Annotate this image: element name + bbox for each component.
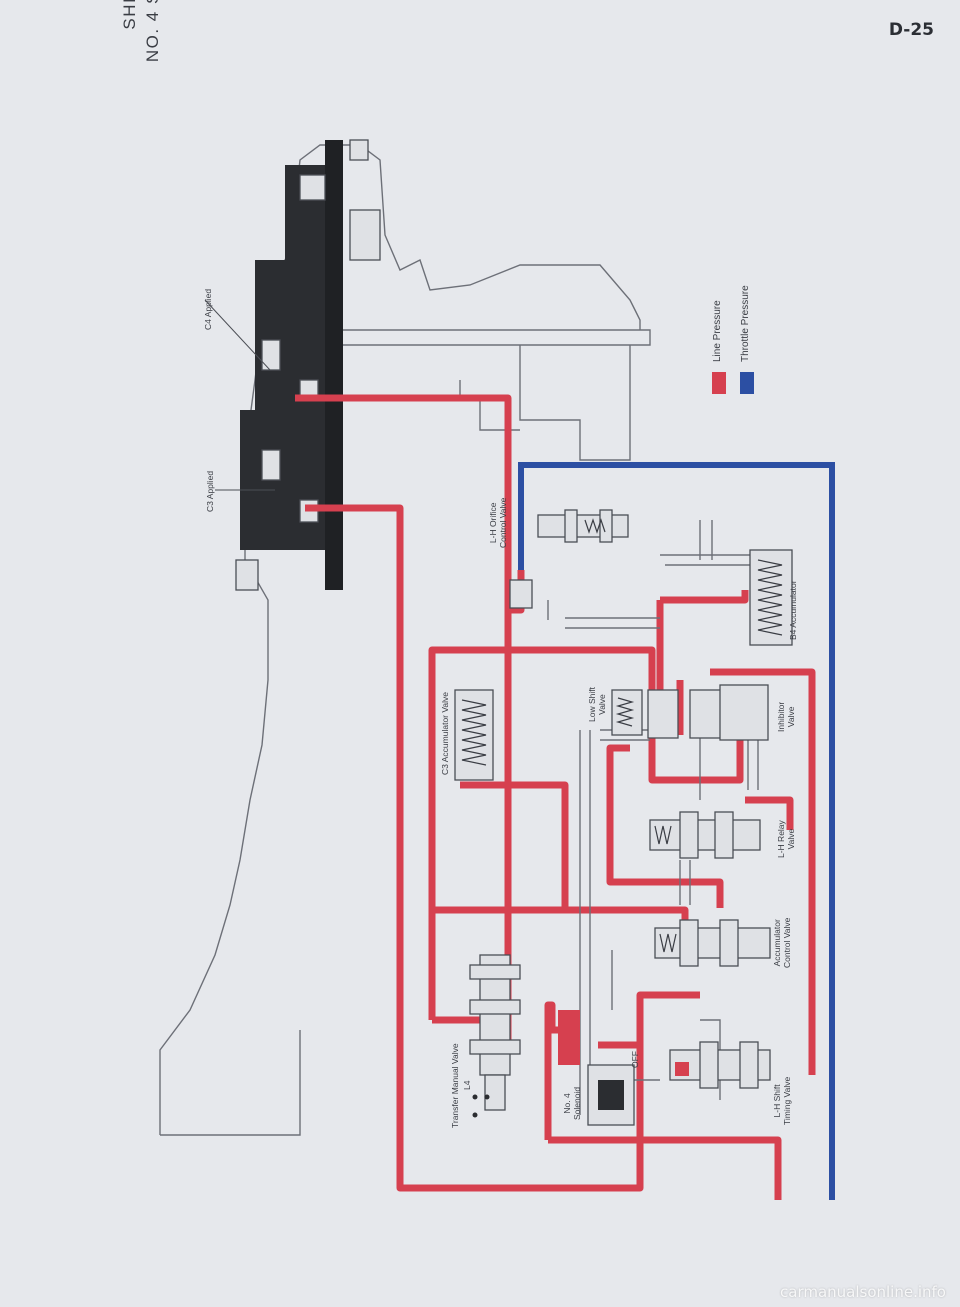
label-transfer-manual-valve: Transfer Manual Valve — [450, 1043, 460, 1128]
label-c3-accumulator-valve: C3 Accumulator Valve — [440, 692, 450, 775]
label-low-shift-valve: Low Shift Valve — [587, 687, 607, 722]
lh-relay-valve — [649, 811, 761, 859]
legend-swatch-line-pressure — [712, 372, 726, 394]
legend-label-throttle-pressure: Throttle Pressure — [740, 285, 751, 362]
transmission-case-outline — [159, 144, 651, 1136]
transfer-manual-valve-body — [469, 954, 521, 1111]
label-no4-solenoid: No. 4 Solenoid — [562, 1086, 582, 1120]
label-c4-applied: C4 Applied — [203, 288, 213, 330]
label-inhibitor-valve: Inhibitor Valve — [776, 701, 796, 732]
c3-accumulator-valve — [454, 689, 494, 781]
legend-label-line-pressure: Line Pressure — [712, 300, 723, 362]
label-accumulator-control-valve: Accumulator Control Valve — [772, 917, 792, 968]
throttle-pressure-line — [518, 462, 835, 1200]
label-lh-shift-timing-valve: L-H Shift Timing Valve — [772, 1076, 792, 1125]
gear-assembly — [235, 139, 381, 591]
watermark: carmanualsonline.info — [780, 1283, 946, 1301]
b4-accumulator — [749, 549, 793, 646]
page-number: D-25 — [888, 20, 934, 40]
manual-position-dots — [472, 1094, 490, 1118]
no4-solenoid-body — [558, 1010, 635, 1126]
legend-swatch-throttle-pressure — [740, 372, 754, 394]
inhibitor-valve — [719, 684, 769, 741]
label-solenoid-state: OFF — [630, 1051, 640, 1068]
label-manual-position: L4 — [462, 1080, 472, 1090]
accumulator-control-valve — [654, 919, 771, 967]
label-b4-accumulator: B4 Accumulator — [788, 580, 798, 640]
label-lh-orifice-control-valve: L-H Orifice Control Valve — [488, 497, 508, 548]
lh-shift-timing-valve — [669, 1041, 771, 1089]
label-lh-relay-valve: L-H Relay Valve — [776, 820, 796, 858]
label-c3-applied: C3 Applied — [205, 470, 215, 512]
leader-lines — [204, 299, 275, 491]
lh-orifice-control-valve — [509, 509, 629, 609]
line-pressure-circuit — [295, 394, 816, 1200]
